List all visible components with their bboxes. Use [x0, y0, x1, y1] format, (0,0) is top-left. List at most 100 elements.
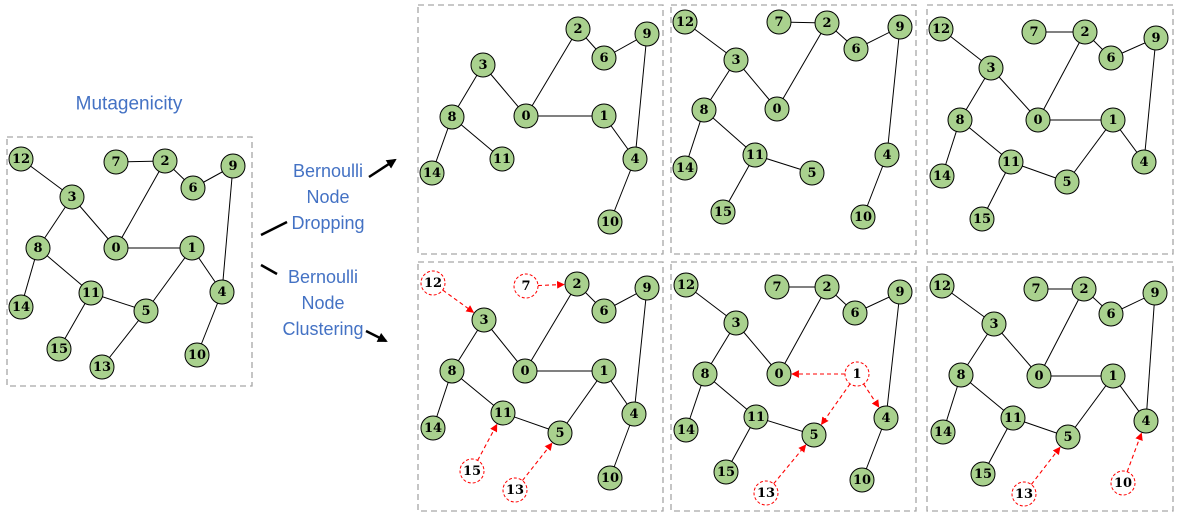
node-12: 12	[928, 16, 954, 42]
node-label: 9	[642, 281, 651, 296]
node-3: 3	[978, 55, 1004, 81]
node-9: 9	[887, 14, 913, 40]
node-circle	[220, 153, 246, 179]
connector-to-dropping	[260, 220, 288, 237]
node-1: 1	[591, 358, 617, 384]
node-9: 9	[887, 279, 913, 305]
node-label: 3	[479, 313, 488, 328]
ghost-node-label: 12	[424, 276, 442, 291]
ghost-node-circle	[420, 270, 446, 296]
node-1: 1	[591, 103, 617, 129]
node-11: 11	[743, 404, 769, 430]
panel-frame	[417, 4, 664, 255]
node-label: 1	[1108, 369, 1117, 384]
node-label: 3	[67, 190, 76, 205]
node-label: 5	[1063, 430, 1072, 445]
ghost-node-circle	[459, 458, 485, 484]
edge-1-5	[559, 370, 605, 434]
edge-0-2	[778, 286, 828, 375]
node-circle	[591, 298, 617, 324]
node-10: 10	[597, 209, 623, 235]
node-2: 2	[564, 271, 590, 297]
node-label: 14	[423, 166, 441, 181]
node-circle	[969, 206, 995, 232]
node-circle	[887, 14, 913, 40]
node-circle	[814, 274, 840, 300]
node-5: 5	[1054, 169, 1080, 195]
node-9: 9	[220, 153, 246, 179]
node-10: 10	[849, 467, 875, 493]
node-label: 2	[573, 22, 582, 37]
node-label: 5	[807, 166, 816, 181]
node-circle	[1054, 169, 1080, 195]
node-label: 1	[1108, 113, 1117, 128]
op-clustering-line-2: Node	[301, 293, 344, 313]
edge-0-2	[524, 283, 578, 372]
node-0: 0	[764, 96, 790, 122]
node-3: 3	[470, 52, 496, 78]
node-2: 2	[565, 16, 591, 42]
node-circle	[799, 160, 825, 186]
node-label: 6	[599, 304, 608, 319]
node-circle	[547, 420, 573, 446]
node-circle	[887, 279, 913, 305]
ghost-node-label: 13	[757, 486, 775, 501]
node-label: 4	[881, 411, 890, 426]
node-4: 4	[1131, 149, 1157, 175]
ghost-node-label: 15	[463, 464, 481, 479]
node-circle	[850, 204, 876, 230]
node-label: 6	[188, 181, 197, 196]
node-circle	[78, 280, 104, 306]
node-circle	[1100, 107, 1126, 133]
node-circle	[209, 279, 235, 305]
node-15: 15	[713, 459, 739, 485]
node-3: 3	[471, 307, 497, 333]
node-circle	[634, 275, 660, 301]
node-circle	[710, 199, 736, 225]
node-label: 7	[1031, 282, 1040, 297]
node-3: 3	[981, 311, 1007, 337]
operation-clustering-label: Bernoulli Node Clustering	[282, 267, 363, 339]
node-4: 4	[1133, 408, 1159, 434]
node-label: 8	[33, 241, 42, 256]
node-label: 11	[82, 286, 100, 301]
node-1: 1	[1100, 107, 1126, 133]
node-9: 9	[634, 275, 660, 301]
node-label: 12	[676, 15, 694, 30]
node-label: 0	[111, 241, 120, 256]
node-10: 10	[597, 465, 623, 491]
node-label: 5	[141, 304, 150, 319]
node-label: 7	[772, 280, 781, 295]
node-label: 8	[956, 368, 965, 383]
node-0: 0	[1025, 107, 1051, 133]
node-6: 6	[180, 175, 206, 201]
node-label: 9	[895, 20, 904, 35]
node-5: 5	[799, 160, 825, 186]
node-label: 5	[555, 426, 564, 441]
node-circle	[470, 52, 496, 78]
node-15: 15	[969, 206, 995, 232]
node-circle	[1026, 363, 1052, 389]
node-12: 12	[673, 272, 699, 298]
panel-frame	[417, 261, 664, 512]
node-circle	[565, 16, 591, 42]
node-label: 5	[1062, 175, 1071, 190]
panel-frame	[670, 261, 917, 512]
node-label: 14	[933, 169, 951, 184]
ghost-node-10: 10	[1110, 470, 1136, 496]
edge-9-4	[634, 33, 648, 160]
node-circle	[801, 422, 827, 448]
node-label: 12	[933, 279, 951, 294]
node-14: 14	[929, 163, 955, 189]
ghost-node-15: 15	[459, 458, 485, 484]
edge-0-2	[1038, 288, 1085, 377]
node-circle	[673, 417, 699, 443]
node-circle	[874, 142, 900, 168]
node-label: 12	[12, 152, 30, 167]
ghost-node-12: 12	[420, 270, 446, 296]
